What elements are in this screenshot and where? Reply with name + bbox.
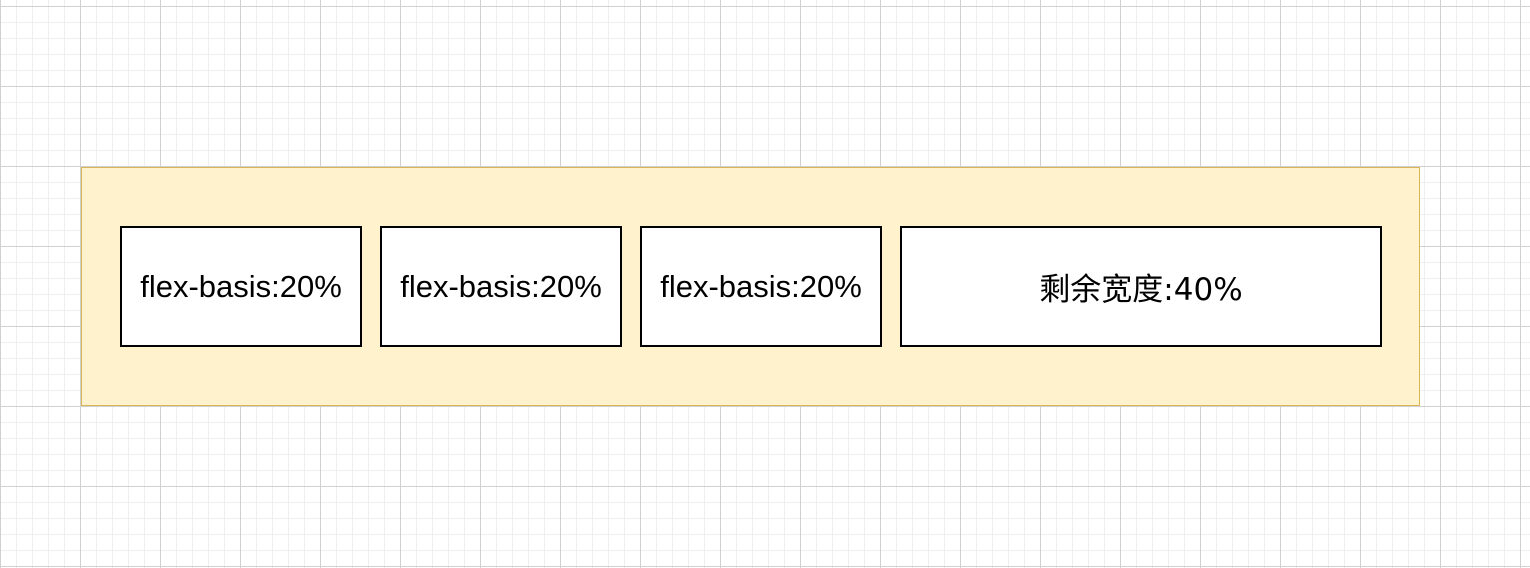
flex-item-1-label: flex-basis:20% <box>140 268 342 304</box>
flex-item-remaining-label: 剩余宽度:40% <box>1039 272 1243 308</box>
flex-item-2: flex-basis:20% <box>380 226 622 347</box>
flex-item-3: flex-basis:20% <box>640 226 882 347</box>
flex-item-3-label: flex-basis:20% <box>660 268 862 304</box>
flex-item-2-label: flex-basis:20% <box>400 268 602 304</box>
flex-item-remaining: 剩余宽度:40% <box>900 226 1382 347</box>
flex-item-1: flex-basis:20% <box>120 226 362 347</box>
